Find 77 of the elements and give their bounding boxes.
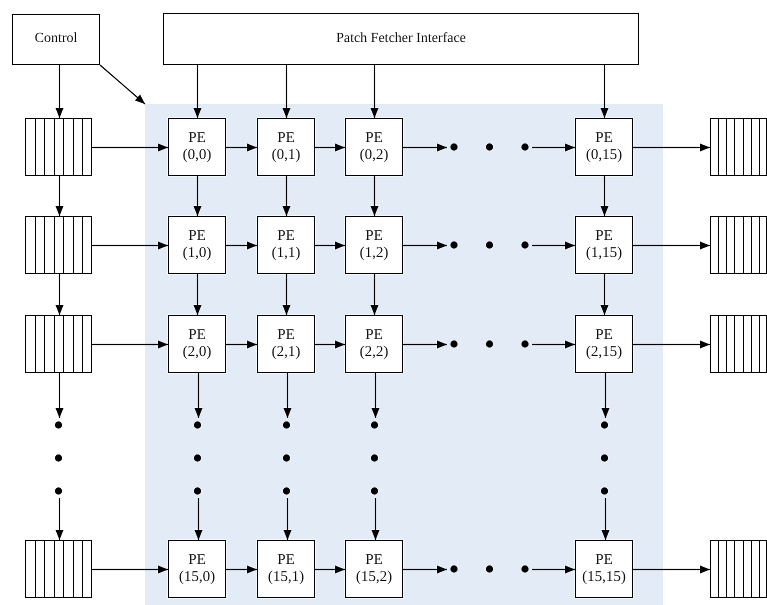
arrow [315, 144, 345, 152]
fifo-queue [25, 118, 92, 176]
arrow [226, 566, 257, 574]
pe-box: PE (2,0) [168, 315, 226, 373]
arrow [600, 274, 608, 315]
arrow [226, 242, 257, 250]
arrow [92, 242, 168, 250]
pe-box: PE (1,2) [345, 216, 403, 274]
arrow [56, 65, 64, 118]
fifo-queue [710, 315, 767, 373]
arrow [372, 498, 380, 540]
pe-box: PE (1,0) [168, 216, 226, 274]
arrow [284, 498, 292, 540]
block-box: Control [12, 14, 100, 65]
pe-box: PE (2,15) [575, 315, 633, 373]
arrow [315, 242, 345, 250]
pe-box: PE (15,1) [257, 540, 315, 598]
arrow [282, 274, 290, 315]
arrow [633, 144, 710, 152]
arrow [315, 340, 345, 348]
fifo-queue [25, 216, 92, 274]
arrow [403, 566, 447, 574]
arrow [92, 566, 168, 574]
arrow [532, 242, 575, 250]
arrow [633, 566, 710, 574]
arrow [403, 242, 447, 250]
pe-box: PE (15,2) [345, 540, 403, 598]
arrow [370, 274, 378, 315]
arrow [92, 144, 168, 152]
arrow [532, 144, 575, 152]
arrow [403, 144, 447, 152]
fifo-queue [710, 216, 767, 274]
arrow [600, 176, 608, 216]
arrow [56, 373, 64, 418]
arrow [602, 373, 610, 418]
arrow [194, 176, 202, 216]
arrow [194, 498, 202, 540]
arrow [100, 64, 146, 104]
pe-box: PE (2,1) [257, 315, 315, 373]
arrow [403, 340, 447, 348]
pe-box: PE (1,1) [257, 216, 315, 274]
fifo-queue [710, 118, 767, 176]
fifo-queue [710, 540, 767, 598]
arrow [372, 373, 380, 418]
arrow [282, 176, 290, 216]
arrow [600, 65, 608, 118]
arrow [602, 498, 610, 540]
pe-box: PE (0,1) [257, 118, 315, 176]
arrow [226, 340, 257, 348]
arrow [315, 566, 345, 574]
pe-box: PE (0,2) [345, 118, 403, 176]
arrow [194, 373, 202, 418]
arrow [633, 340, 710, 348]
array-region [145, 104, 663, 605]
pe-box: PE (2,2) [345, 315, 403, 373]
pe-box: PE (15,0) [168, 540, 226, 598]
arrow [194, 274, 202, 315]
arrow [56, 498, 64, 540]
arrow [370, 65, 378, 118]
pe-box: PE (0,15) [575, 118, 633, 176]
arrow [282, 65, 290, 118]
block-box: Patch Fetcher Interface [163, 13, 639, 65]
arrow [532, 566, 575, 574]
arrow [194, 65, 202, 118]
arrow [56, 176, 64, 216]
arrow [92, 340, 168, 348]
arrow [226, 144, 257, 152]
arrow [532, 340, 575, 348]
fifo-queue [25, 315, 92, 373]
arrow [370, 176, 378, 216]
arrow [56, 274, 64, 315]
arrow [284, 373, 292, 418]
arrow [633, 242, 710, 250]
pe-box: PE (15,15) [575, 540, 633, 598]
pe-box: PE (0,0) [168, 118, 226, 176]
pe-box: PE (1,15) [575, 216, 633, 274]
fifo-queue [25, 540, 92, 598]
